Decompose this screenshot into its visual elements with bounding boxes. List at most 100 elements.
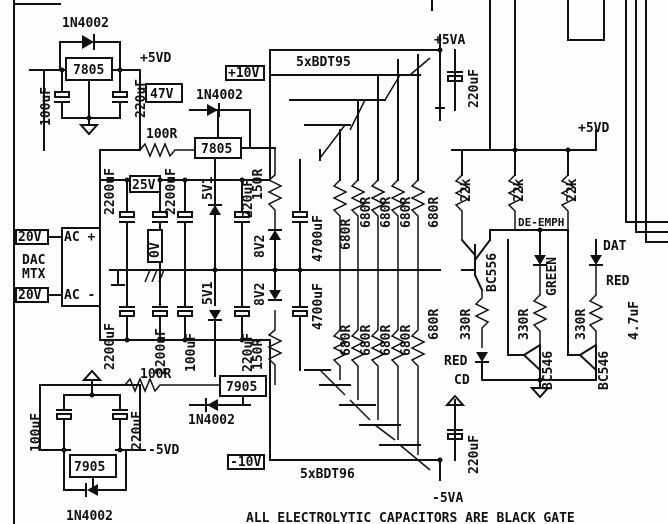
right-enclosure (431, 0, 668, 243)
res-label-680r-5: 680R (427, 197, 442, 228)
bdt96-transistor-array (269, 339, 466, 481)
rail-label-plus5va: +5VA (434, 33, 465, 48)
cap-label-220uf-mid-bot: 220uF (241, 333, 256, 372)
reg-label-mid-top: 7805 (201, 142, 232, 157)
res-label-330r-1: 330R (459, 309, 474, 340)
label-dat: DAT (603, 239, 627, 254)
bdt95-transistor-array (269, 34, 463, 181)
cap-label-220uf-bl: 220uF (130, 411, 145, 450)
label-minus10v: -10V (230, 455, 261, 470)
diode-label-top-left: 1N4002 (62, 16, 109, 31)
label-ac-minus: AC - (64, 288, 95, 303)
label-red-right: RED (606, 274, 630, 289)
label-red-cd: RED (444, 354, 468, 369)
label-de-emph: DE-EMPH (518, 216, 564, 229)
diode-label-bottom-left: 1N4002 (66, 509, 113, 524)
zener-8v2-top (269, 230, 281, 240)
resistor-680r-columns (332, 54, 426, 455)
dac-input-block (15, 179, 125, 341)
ground-symbol (78, 124, 100, 136)
box-plus10v (225, 65, 265, 81)
zener-label-top: 5V1 (201, 176, 216, 200)
cap-label-100uf-mid-bot: 100uF (184, 333, 199, 372)
reg-label-mid-bot: 7905 (226, 380, 257, 395)
box-25v (129, 175, 161, 193)
rail-label-plus5vd: +5VD (140, 51, 171, 66)
ground-symbol-bottom (81, 369, 103, 381)
footer-note: ALL ELECTROLYTIC CAPACITORS ARE BLACK GA… (246, 511, 575, 524)
zener-5v1-pair (208, 157, 222, 377)
diode-label-top-mid: 1N4002 (196, 88, 243, 103)
label-ac-plus: AC + (64, 230, 95, 245)
res-label-150r-top: 150R (251, 169, 266, 200)
zener-label-8v2-bottom: 8V2 (253, 283, 268, 306)
res-label-680r-7: 680R (359, 325, 374, 356)
rectifier-block (61, 227, 101, 307)
diode-symbol (82, 35, 94, 49)
led-indicator-section (451, 129, 604, 399)
res-label-150r-bottom: 150R (251, 339, 266, 370)
label-green: GREEN (545, 257, 560, 296)
label-bdt95: 5xBDT95 (296, 55, 351, 70)
reg-label-bottom-left: 7905 (74, 460, 105, 475)
label-20v-top: 20V (18, 230, 42, 245)
label-0v: 0V (148, 242, 163, 258)
res-label-330r-3: 330R (574, 309, 589, 340)
ground-symbol-right (529, 387, 551, 399)
cap-label-2200uf-left-bot: 2200uF (103, 323, 118, 370)
label-20v-bottom: 20V (18, 288, 42, 303)
res-label-22k-1: 22k (459, 178, 474, 202)
box-0v (147, 229, 163, 263)
label-bc546-2: BC546 (597, 351, 612, 390)
res-label-680r-2: 680R (359, 197, 374, 228)
top-left-regulator-section (29, 34, 141, 151)
label-cd: CD (454, 373, 470, 388)
resistor-100r-bottom (110, 377, 220, 393)
rail-label-minus5vd: -5VD (148, 443, 179, 458)
reg-label-top-left: 7805 (73, 63, 104, 78)
cap-label-220uf-5va: 220uF (467, 69, 482, 108)
res-label-680r-1: 680R (339, 219, 354, 250)
cap-label-2200uf-mid-bot: 2200uF (154, 328, 169, 375)
label-bc556: BC556 (485, 253, 500, 292)
label-25v: 25V (132, 178, 156, 193)
label-47v: 47V (150, 87, 174, 102)
res-label-100r-top: 100R (146, 127, 177, 142)
junction-dots (59, 47, 571, 463)
cap-4700uf-top (292, 211, 308, 218)
res-label-680r-10: 680R (427, 309, 442, 340)
res-label-22k-2: 22k (512, 178, 527, 202)
label-bdt96: 5xBDT96 (300, 467, 355, 482)
res-label-680r-6: 680R (339, 325, 354, 356)
cap-label-4-7uf: 4.7uF (627, 301, 642, 340)
res-label-330r-2: 330R (517, 309, 532, 340)
resistor-100r-top (139, 142, 195, 158)
label-plus10v: +10V (228, 66, 259, 81)
rail-label-plus5vd-right: +5VD (578, 121, 609, 136)
label-dac: DAC (22, 253, 45, 268)
box-minus10v (227, 454, 265, 470)
rail-label-minus5va: -5VA (432, 491, 463, 506)
cap-label-4700uf-top: 4700uF (311, 215, 326, 262)
cap-label-2200uf-mid-top: 2200uF (164, 168, 179, 215)
cap-label-220uf-m5va: 220uF (467, 435, 482, 474)
cap-label-220uf-mid-top: 220uF (241, 179, 256, 218)
zener-label-8v2-top: 8V2 (253, 235, 268, 258)
res-label-680r-4: 680R (399, 197, 414, 228)
cap-label-2200uf-left-top: 2200uF (103, 168, 118, 215)
cap-label-100uf-tl: 100uF (39, 87, 54, 126)
cap-label-4700uf-bottom: 4700uF (311, 283, 326, 330)
filter-capacitors (119, 179, 250, 341)
res-label-100r-bottom: 100R (140, 367, 171, 382)
resistor-150r-top (267, 148, 283, 230)
res-label-22k-3: 22k (565, 178, 580, 202)
label-bc546-1: BC546 (541, 351, 556, 390)
res-label-680r-8: 680R (379, 325, 394, 356)
diode-label-bot-mid: 1N4002 (188, 413, 235, 428)
zener-label-bottom: 5V1 (201, 281, 216, 305)
zener-8v2-bottom (269, 290, 281, 300)
res-label-680r-3: 680R (379, 197, 394, 228)
box-47v (145, 83, 183, 103)
